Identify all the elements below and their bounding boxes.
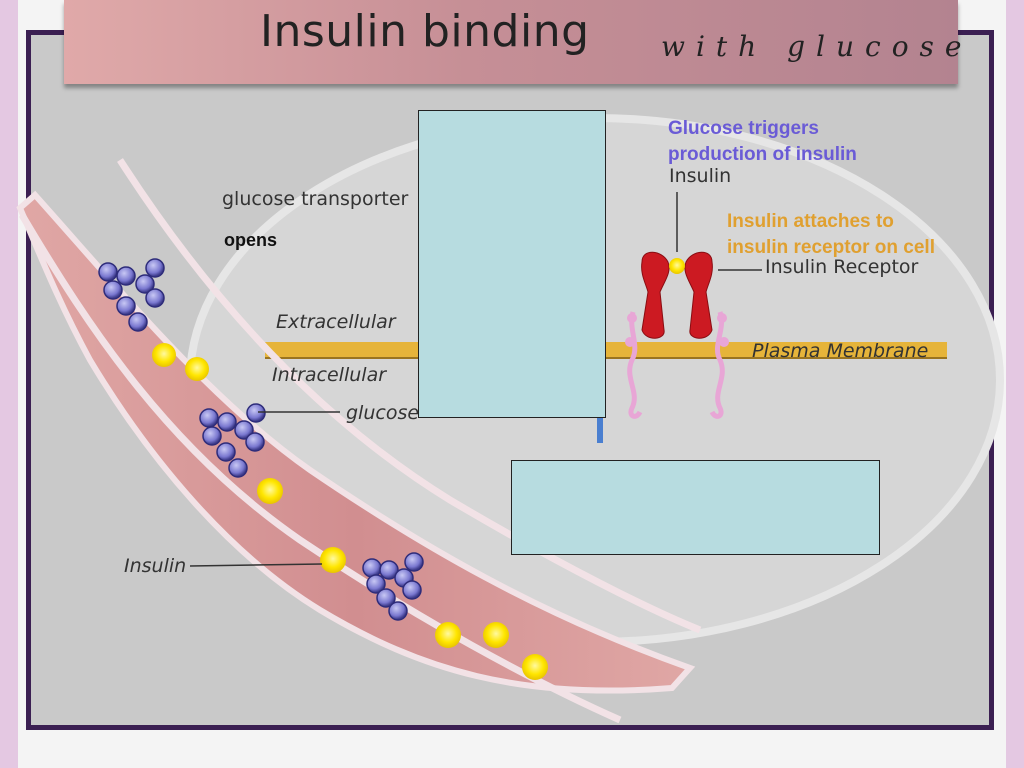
- title-bar: Insulin binding with glucose: [64, 0, 962, 84]
- label-intracellular: Intracellular: [272, 364, 387, 386]
- label-extracellular: Extracellular: [276, 311, 396, 333]
- label-glucose: glucose: [346, 402, 420, 424]
- glucose-cluster-1: [98, 258, 165, 332]
- title-main: Insulin binding: [260, 6, 590, 57]
- label-opens: opens: [224, 230, 278, 250]
- blood-vessel: [16, 190, 696, 694]
- title-sub: with glucose: [661, 30, 973, 63]
- answer-box-wide[interactable]: [511, 460, 880, 555]
- annotation-glucose-triggers-line-1: Glucose triggers: [668, 118, 819, 139]
- insulin-receptor-shape: [625, 251, 729, 419]
- label-insulin-top: Insulin: [669, 165, 732, 187]
- annotation-insulin-attaches-line-2: insulin receptor on cell: [727, 237, 935, 258]
- label-insulin-receptor: Insulin Receptor: [765, 256, 919, 278]
- annotation-glucose-triggers-line-2: production of insulin: [668, 144, 857, 165]
- label-glucose-transporter: glucose transporter: [222, 188, 409, 210]
- insulin-molecules: [152, 343, 548, 680]
- label-insulin-vessel: Insulin: [124, 555, 187, 577]
- label-plasma-membrane: Plasma Membrane: [752, 340, 929, 362]
- annotation-insulin-attaches: Insulin attaches to insulin receptor on …: [727, 209, 935, 261]
- glucose-cluster-2: [199, 403, 266, 478]
- annotation-glucose-triggers: Glucose triggers production of insulin: [668, 116, 857, 168]
- answer-box-tall[interactable]: [418, 110, 606, 418]
- glucose-cluster-3: [362, 552, 424, 621]
- annotation-insulin-attaches-line-1: Insulin attaches to: [727, 211, 894, 232]
